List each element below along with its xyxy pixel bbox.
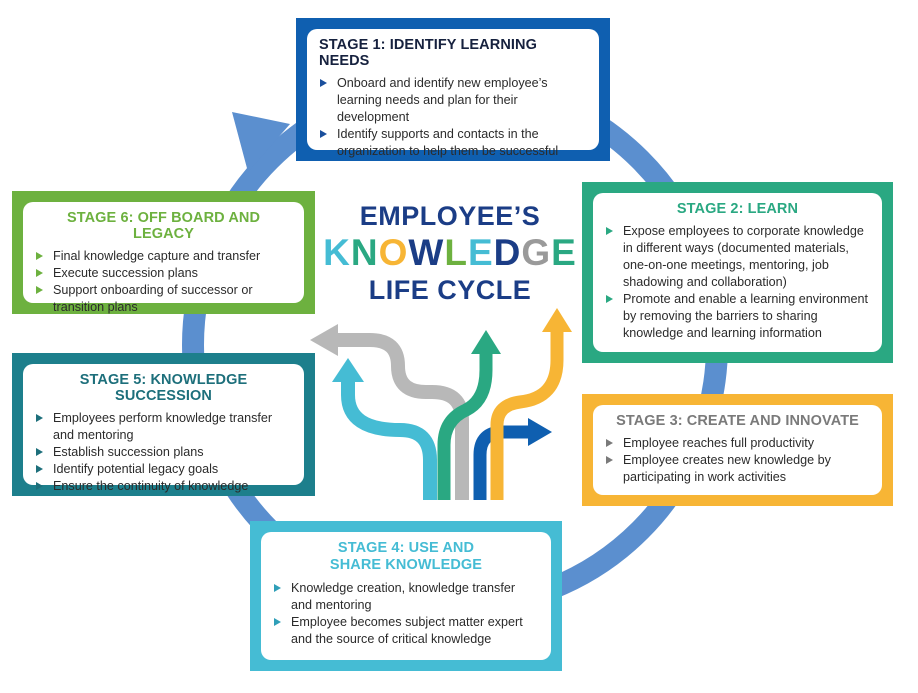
central-arrows — [310, 308, 572, 500]
stage-5-bullets: Employees perform knowledge transfer and… — [35, 410, 292, 495]
stage-5-content: STAGE 5: KNOWLEDGE SUCCESSION Employees … — [23, 364, 304, 493]
list-item: Identify supports and contacts in the or… — [319, 126, 587, 160]
stage-5-title: STAGE 5: KNOWLEDGE SUCCESSION — [79, 372, 248, 404]
title-line-3: LIFE CYCLE — [368, 275, 532, 305]
arrow-orange-head — [542, 308, 572, 332]
stage-4-title-line-1: STAGE 4: USE AND — [337, 540, 475, 556]
bullet-arrow-icon — [274, 618, 281, 626]
stage-2-content: STAGE 2: LEARN Expose employees to corpo… — [593, 193, 882, 352]
cycle-arrowhead-top-left — [232, 112, 290, 172]
arrow-green-head — [471, 330, 501, 354]
bullet-arrow-icon — [320, 130, 327, 138]
list-item: Execute succession plans — [35, 265, 292, 282]
bullet-arrow-icon — [36, 269, 43, 277]
arrow-grey-head — [310, 324, 338, 356]
arrow-orange — [490, 330, 564, 500]
arrow-dark-blue-head — [528, 418, 552, 446]
bullet-arrow-icon — [36, 252, 43, 260]
stage-1-title: STAGE 1: IDENTIFY LEARNING NEEDS — [319, 37, 537, 69]
stage-3-title: STAGE 3: CREATE AND INNOVATE — [616, 413, 859, 429]
bullet-arrow-icon — [320, 79, 327, 87]
stage-2-title: STAGE 2: LEARN — [676, 201, 799, 217]
bullet-arrow-icon — [606, 439, 613, 447]
cycle-title: EMPLOYEE’S KNOWLEDGE LIFE CYCLE — [320, 200, 580, 306]
arrow-green — [437, 352, 493, 500]
list-item: Identify potential legacy goals — [35, 461, 292, 478]
bullet-arrow-icon — [606, 295, 613, 303]
bullet-arrow-icon — [274, 584, 281, 592]
list-item: Employee creates new knowledge by partic… — [605, 452, 870, 486]
list-item: Promote and enable a learning environmen… — [605, 291, 870, 342]
stage-5-box: STAGE 5: KNOWLEDGE SUCCESSION Employees … — [12, 353, 315, 496]
bullet-arrow-icon — [606, 456, 613, 464]
arrow-light-blue — [341, 380, 437, 500]
bullet-arrow-icon — [36, 448, 43, 456]
stage-2-bullets: Expose employees to corporate knowledge … — [605, 223, 870, 342]
stage-4-title-line-2: SHARE KNOWLEDGE — [329, 557, 483, 573]
title-letter: K — [323, 232, 351, 273]
bullet-arrow-icon — [36, 465, 43, 473]
title-letter: E — [551, 232, 577, 273]
stage-4-bullets: Knowledge creation, knowledge transfer a… — [273, 580, 539, 648]
list-item: Establish succession plans — [35, 444, 292, 461]
stage-1-bullets: Onboard and identify new employee’s lear… — [319, 75, 587, 160]
stage-6-bullets: Final knowledge capture and transfer Exe… — [35, 248, 292, 316]
list-item: Knowledge creation, knowledge transfer a… — [273, 580, 539, 614]
stage-4-title: STAGE 4: USE AND SHARE KNOWLEDGE — [273, 540, 539, 574]
title-line-2: KNOWLEDGE — [320, 232, 580, 274]
bullet-arrow-icon — [606, 227, 613, 235]
title-letter: G — [521, 232, 552, 273]
title-letter: N — [350, 232, 379, 273]
list-item: Employee becomes subject matter expert a… — [273, 614, 539, 648]
stage-6-title: STAGE 6: OFF BOARD AND LEGACY — [66, 210, 261, 242]
stage-6-box: STAGE 6: OFF BOARD AND LEGACY Final know… — [12, 191, 315, 314]
stage-4-box: STAGE 4: USE AND SHARE KNOWLEDGE Knowled… — [250, 521, 562, 671]
list-item: Employees perform knowledge transfer and… — [35, 410, 292, 444]
title-letter: L — [444, 232, 468, 273]
title-letter: D — [493, 232, 522, 273]
stage-3-box: STAGE 3: CREATE AND INNOVATE Employee re… — [582, 394, 893, 506]
stage-1-content: STAGE 1: IDENTIFY LEARNING NEEDS Onboard… — [307, 29, 599, 158]
stage-1-box: STAGE 1: IDENTIFY LEARNING NEEDS Onboard… — [296, 18, 610, 161]
arrow-dark-blue — [473, 425, 530, 500]
title-line-1: EMPLOYEE’S — [359, 201, 541, 231]
title-letter: O — [378, 232, 409, 273]
list-item: Final knowledge capture and transfer — [35, 248, 292, 265]
stage-4-content: STAGE 4: USE AND SHARE KNOWLEDGE Knowled… — [261, 532, 551, 660]
list-item: Support onboarding of successor or trans… — [35, 282, 292, 316]
stage-3-content: STAGE 3: CREATE AND INNOVATE Employee re… — [593, 405, 882, 495]
stage-3-bullets: Employee reaches full productivity Emplo… — [605, 435, 870, 486]
bullet-arrow-icon — [36, 414, 43, 422]
title-letter: E — [467, 232, 494, 273]
stage-6-content: STAGE 6: OFF BOARD AND LEGACY Final know… — [23, 202, 304, 314]
list-item: Employee reaches full productivity — [605, 435, 870, 452]
list-item: Expose employees to corporate knowledge … — [605, 223, 870, 291]
bullet-arrow-icon — [36, 482, 43, 490]
bullet-arrow-icon — [36, 286, 43, 294]
list-item: Ensure the continuity of knowledge — [35, 478, 292, 495]
arrow-light-blue-head — [332, 358, 364, 382]
arrow-grey — [335, 333, 469, 500]
list-item: Onboard and identify new employee’s lear… — [319, 75, 587, 126]
title-letter: W — [408, 232, 445, 273]
stage-2-box: STAGE 2: LEARN Expose employees to corpo… — [582, 182, 893, 363]
